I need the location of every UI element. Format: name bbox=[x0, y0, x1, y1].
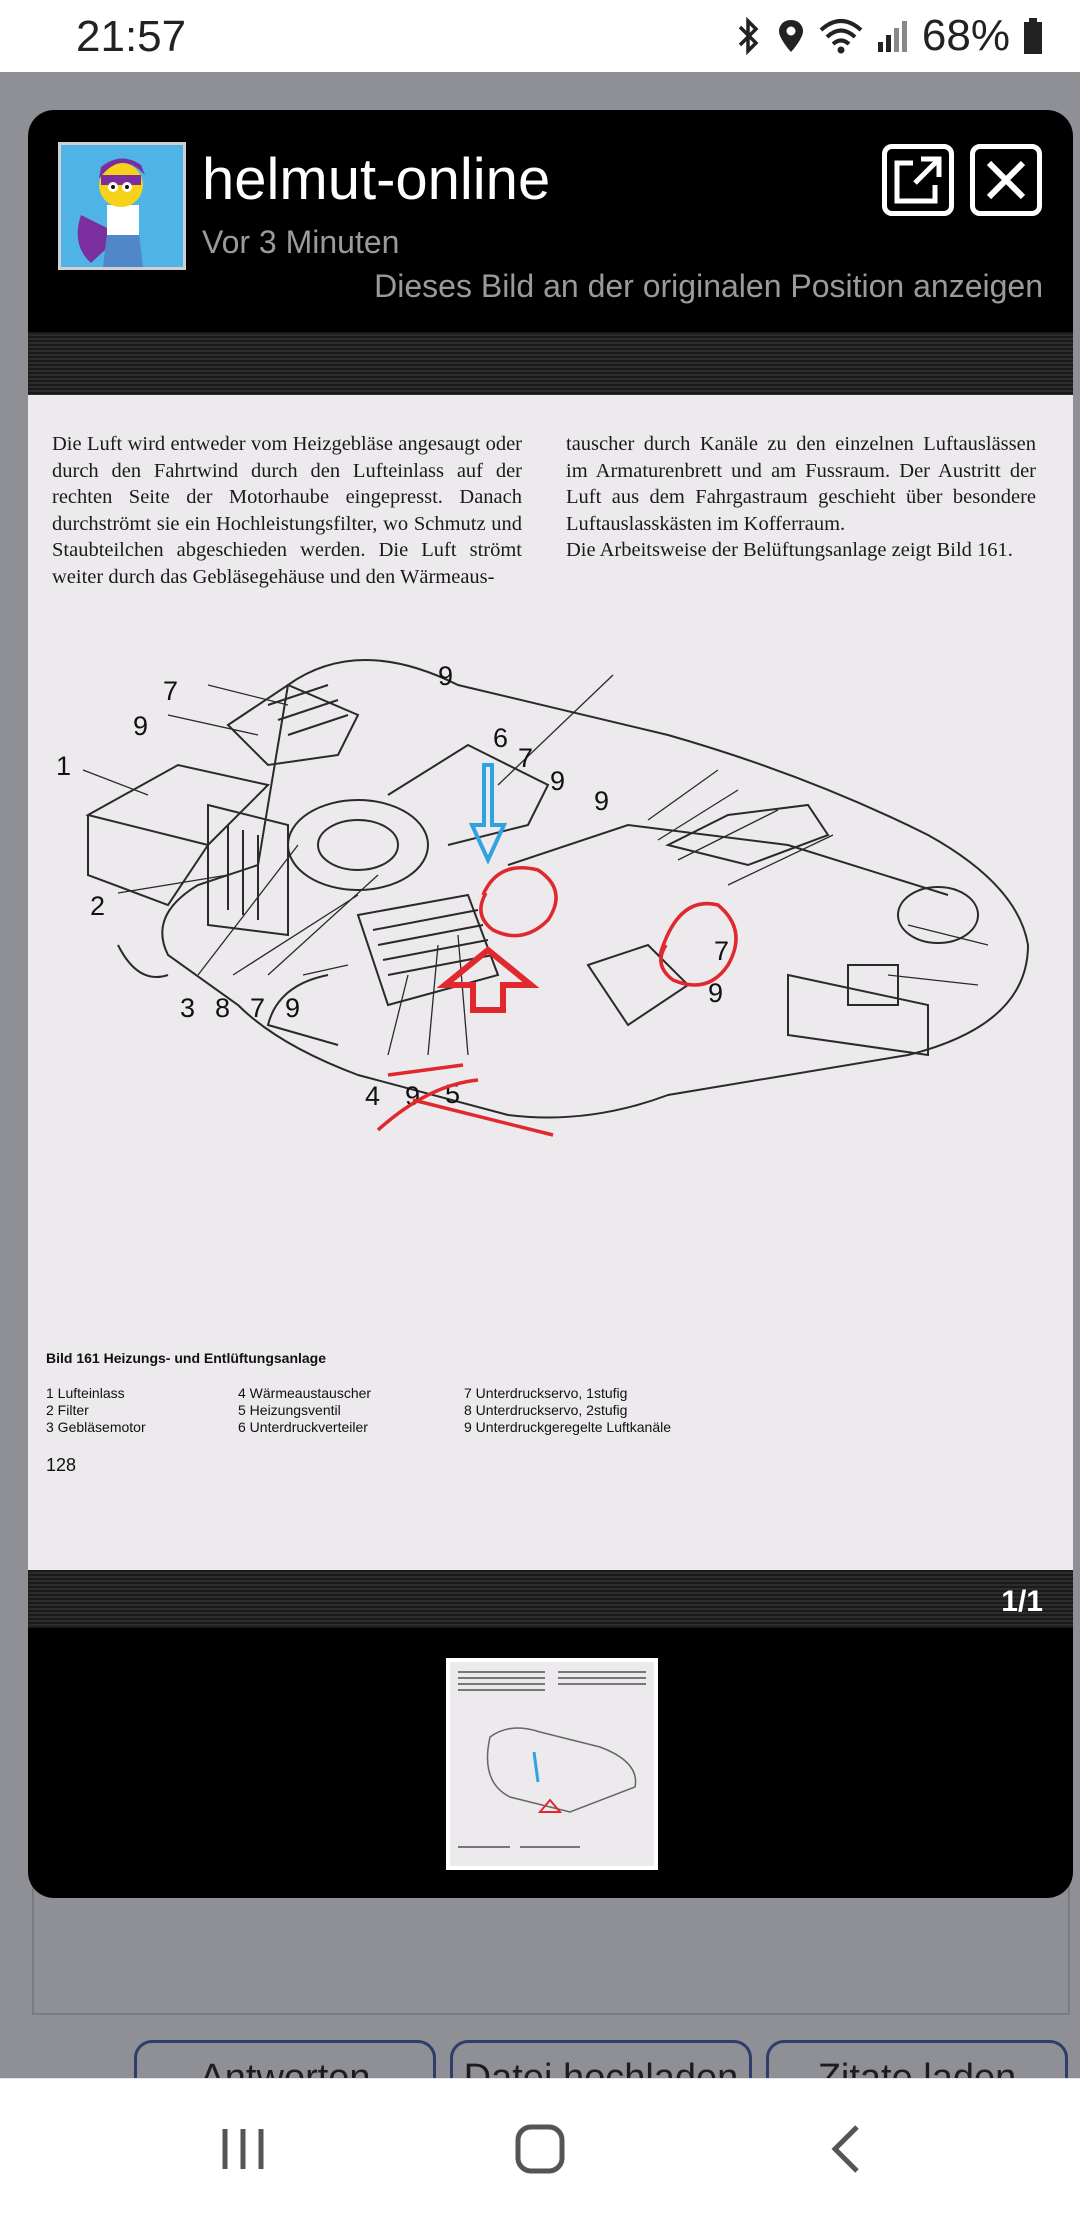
text-column-right: tauscher durch Kanäle zu den einzelnen L… bbox=[566, 431, 1036, 564]
page-number: 128 bbox=[46, 1455, 77, 1475]
status-bar: 21:57 68% bbox=[0, 0, 1080, 72]
text-paragraph-2: Die Arbeitsweise der Belüftungsanlage ze… bbox=[566, 539, 1013, 561]
callout-8: 8 bbox=[215, 993, 230, 1023]
callout-9: 9 bbox=[594, 786, 609, 816]
callout-2: 2 bbox=[90, 891, 105, 921]
view-original-position-link[interactable]: Dieses Bild an der originalen Position a… bbox=[374, 268, 1043, 304]
callout-7: 7 bbox=[250, 993, 265, 1023]
bluetooth-icon bbox=[738, 16, 759, 56]
image-lightbox: helmut-online Vor 3 Minuten Dieses Bild … bbox=[28, 110, 1073, 1898]
close-icon bbox=[986, 160, 1026, 200]
legend-item: 5 Heizungsventil bbox=[238, 1402, 341, 1418]
header-divider bbox=[28, 332, 1073, 395]
callout-9: 9 bbox=[550, 766, 565, 796]
image-counter: 1/1 bbox=[1001, 1585, 1043, 1618]
status-time: 21:57 bbox=[76, 12, 187, 61]
callout-9: 9 bbox=[405, 1081, 420, 1111]
diagram-callouts: 1 2 3 8 7 9 4 9 5 7 9 9 6 7 9 9 7 9 bbox=[56, 661, 729, 1111]
callout-7: 7 bbox=[714, 936, 729, 966]
post-timestamp: Vor 3 Minuten bbox=[202, 224, 400, 260]
legend-item: 1 Lufteinlass bbox=[46, 1385, 125, 1401]
recent-apps-button[interactable] bbox=[203, 2119, 283, 2179]
legend-item: 8 Unterdruckservo, 2stufig bbox=[464, 1402, 628, 1418]
legend-item: 4 Wärmeaustauscher bbox=[238, 1385, 372, 1401]
text-column-left: Die Luft wird entweder vom Heizgebläse a… bbox=[52, 433, 522, 588]
back-button[interactable] bbox=[807, 2119, 887, 2179]
main-image[interactable]: Die Luft wird entweder vom Heizgebläse a… bbox=[28, 395, 1073, 1570]
heating-system-diagram: 1 2 3 8 7 9 4 9 5 7 9 9 6 7 9 9 7 9 bbox=[56, 659, 1030, 1137]
status-icons: 68% bbox=[734, 11, 1044, 60]
legend-item: 3 Gebläsemotor bbox=[46, 1419, 146, 1435]
callout-9: 9 bbox=[285, 993, 300, 1023]
legend-column-3: 7 Unterdruckservo, 1stufig 8 Unterdrucks… bbox=[464, 1385, 671, 1436]
callout-9: 9 bbox=[708, 978, 723, 1008]
legend-item: 9 Unterdruckgeregelte Luftkanäle bbox=[464, 1419, 672, 1435]
thumbnail[interactable] bbox=[446, 1658, 658, 1870]
callout-1: 1 bbox=[56, 751, 71, 781]
open-external-icon bbox=[894, 156, 942, 204]
home-button[interactable] bbox=[500, 2119, 580, 2179]
close-button[interactable] bbox=[970, 144, 1042, 216]
poster-username[interactable]: helmut-online bbox=[202, 147, 551, 212]
location-icon bbox=[778, 20, 803, 52]
figure-caption: Bild 161 Heizungs- und Entlüftungsanlage bbox=[46, 1350, 327, 1366]
callout-6: 6 bbox=[493, 723, 508, 753]
recent-apps-icon bbox=[222, 2129, 264, 2169]
red-arrow-annotation bbox=[436, 946, 540, 1013]
callout-3: 3 bbox=[180, 993, 195, 1023]
callout-7: 7 bbox=[163, 676, 178, 706]
avatar[interactable] bbox=[58, 142, 186, 270]
blue-arrow-annotation bbox=[468, 763, 508, 865]
back-icon bbox=[831, 2125, 859, 2173]
wifi-icon bbox=[819, 19, 863, 54]
open-external-button[interactable] bbox=[882, 144, 954, 216]
footer-divider bbox=[28, 1570, 1073, 1628]
callout-9: 9 bbox=[133, 711, 148, 741]
battery-icon bbox=[1024, 18, 1042, 54]
callout-7: 7 bbox=[518, 743, 533, 773]
legend-item: 6 Unterdruckverteiler bbox=[238, 1419, 368, 1435]
legend-item: 7 Unterdruckservo, 1stufig bbox=[464, 1385, 628, 1401]
red-annotations bbox=[376, 866, 738, 1137]
battery-percent: 68% bbox=[921, 11, 1010, 60]
legend-column-2: 4 Wärmeaustauscher 5 Heizungsventil 6 Un… bbox=[238, 1385, 371, 1436]
callout-4: 4 bbox=[365, 1081, 380, 1111]
legend-item: 2 Filter bbox=[46, 1402, 89, 1418]
signal-icon bbox=[877, 21, 907, 52]
home-icon bbox=[515, 2124, 565, 2174]
callout-9: 9 bbox=[438, 661, 453, 691]
text-paragraph-1: tauscher durch Kanäle zu den einzelnen L… bbox=[566, 433, 1036, 535]
legend-column-1: 1 Lufteinlass 2 Filter 3 Gebläsemotor bbox=[46, 1385, 146, 1436]
navigation-bar bbox=[0, 2078, 1080, 2220]
